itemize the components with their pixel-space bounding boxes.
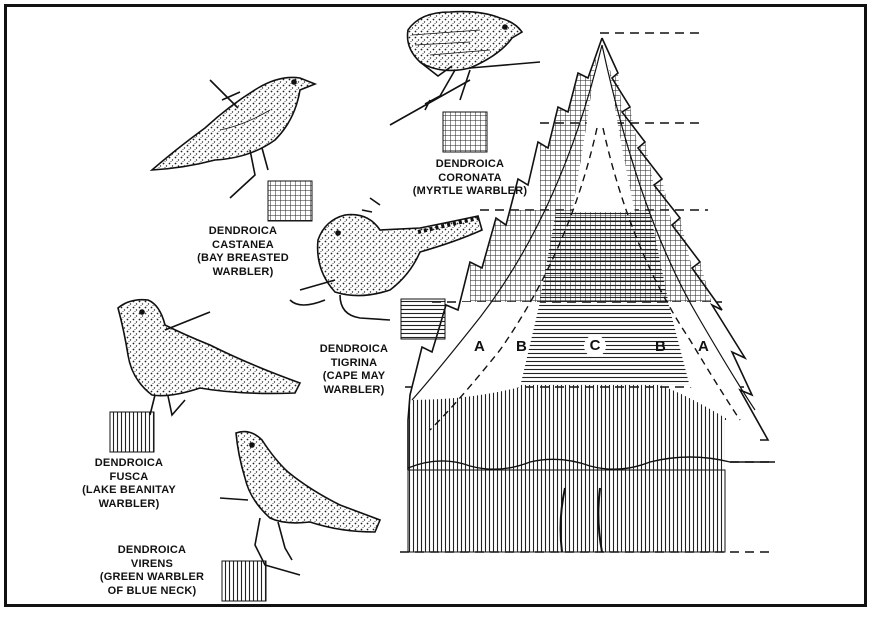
- label-coronata: DENDROICA CORONATA (MYRTLE WARBLER): [410, 158, 530, 199]
- swatch-fusca: [110, 412, 154, 452]
- label-coronata-name: CORONATA: [410, 172, 530, 186]
- zone-label-c: C: [584, 335, 606, 357]
- label-fusca-common-2: WARBLER): [74, 498, 184, 512]
- swatch-virens: [222, 561, 266, 601]
- label-coronata-common: (MYRTLE WARBLER): [410, 185, 530, 199]
- label-coronata-genus: DENDROICA: [410, 158, 530, 172]
- label-castanea-common-2: WARBLER): [183, 266, 303, 280]
- bird-fusca: [118, 300, 300, 415]
- bird-virens: [220, 432, 380, 575]
- label-castanea-genus: DENDROICA: [183, 225, 303, 239]
- label-fusca-name: FUSCA: [74, 471, 184, 485]
- label-virens-name: VIRENS: [92, 558, 212, 572]
- zone-label-b-left: B: [516, 338, 527, 355]
- label-castanea-common-1: (BAY BREASTED: [183, 252, 303, 266]
- swatch-tigrina: [401, 299, 445, 339]
- label-tigrina-common-1: (CAPE MAY: [304, 370, 404, 384]
- swatch-castanea: [268, 181, 312, 221]
- label-fusca-genus: DENDROICA: [74, 457, 184, 471]
- zone-label-a-right: A: [698, 338, 709, 355]
- label-fusca: DENDROICA FUSCA (LAKE BEANITAY WARBLER): [74, 457, 184, 511]
- label-virens-genus: DENDROICA: [92, 544, 212, 558]
- label-tigrina: DENDROICA TIGRINA (CAPE MAY WARBLER): [304, 343, 404, 397]
- label-virens-common-1: (GREEN WARBLER: [92, 571, 212, 585]
- label-castanea-name: CASTANEA: [183, 239, 303, 253]
- label-tigrina-name: TIGRINA: [304, 357, 404, 371]
- swatch-coronata: [443, 112, 487, 152]
- zone-label-a-left: A: [474, 338, 485, 355]
- label-tigrina-genus: DENDROICA: [304, 343, 404, 357]
- label-fusca-common-1: (LAKE BEANITAY: [74, 484, 184, 498]
- label-tigrina-common-2: WARBLER): [304, 384, 404, 398]
- bird-castanea: [152, 77, 315, 198]
- label-virens: DENDROICA VIRENS (GREEN WARBLER OF BLUE …: [92, 544, 212, 598]
- bird-coronata: [390, 12, 540, 125]
- label-castanea: DENDROICA CASTANEA (BAY BREASTED WARBLER…: [183, 225, 303, 279]
- zone-label-b-right: B: [655, 338, 666, 355]
- label-virens-common-2: OF BLUE NECK): [92, 585, 212, 599]
